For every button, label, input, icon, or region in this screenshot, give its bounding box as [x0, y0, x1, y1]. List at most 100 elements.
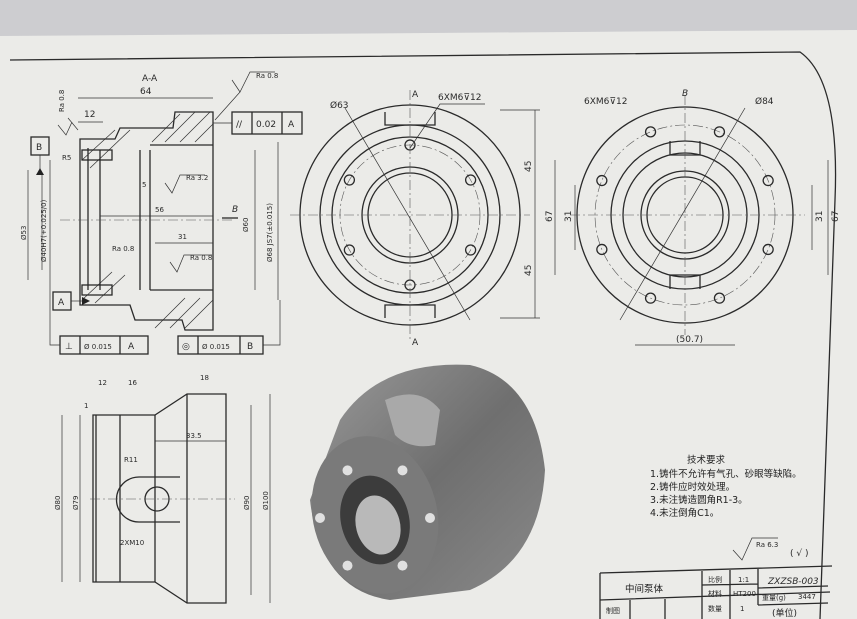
- svg-text:A: A: [288, 120, 295, 130]
- svg-text:重量(g): 重量(g): [762, 594, 786, 602]
- dia-79: Ø79: [72, 496, 80, 510]
- svg-text:A: A: [128, 342, 135, 352]
- dim-1: 1: [84, 402, 88, 410]
- bolt-hole: [762, 243, 774, 256]
- svg-text:0.02: 0.02: [256, 120, 276, 130]
- cut-label-top: A: [412, 90, 419, 100]
- drawing-border: [9, 51, 837, 619]
- bottom-view: 12 16 18 1 33.5 R11 2XM10 Ø80 Ø79 Ø90 Ø1…: [54, 374, 271, 604]
- dia-68: Ø68 JS7(±0.015): [266, 203, 274, 262]
- tech-item-4: 4.未注倒角C1。: [650, 507, 719, 519]
- holes-callout-side: 6XM6⊽12: [584, 97, 627, 107]
- tolerance-perpendicular: ⊥ Ø 0.015 A: [49, 160, 149, 355]
- tech-item-1: 1.铸件不允许有气孔、砂眼等缺陷。: [650, 468, 802, 480]
- section-title: A-A: [142, 74, 158, 84]
- dim-45-lower: 45: [524, 265, 534, 276]
- svg-text:3447: 3447: [798, 593, 816, 601]
- dim-67-left: 67: [545, 211, 555, 222]
- view-arrow-b: B: [232, 205, 238, 215]
- dim-56: 56: [155, 206, 164, 214]
- svg-text:1:1: 1:1: [738, 576, 749, 584]
- bolt-hole: [343, 244, 356, 256]
- dim-64: 64: [140, 87, 152, 97]
- bolt-hole: [464, 174, 477, 186]
- datum-a: A: [58, 298, 65, 308]
- tech-item-2: 2.铸件应时效处理。: [650, 481, 735, 493]
- ra-0-8-left: Ra 0.8: [58, 90, 66, 112]
- dim-50-7: (50.7): [676, 335, 703, 345]
- drawing-number: ZXZSB-003: [767, 577, 819, 587]
- tolerance-parallel: // 0.02 A: [213, 111, 303, 135]
- svg-text:⊥: ⊥: [65, 342, 73, 352]
- dim-16: 16: [128, 379, 137, 387]
- ra-0-8-inner: Ra 0.8: [112, 245, 134, 253]
- label-r5: R5: [62, 154, 71, 162]
- ra-3-2: Ra 3.2: [186, 174, 208, 182]
- part-name: 中间泵体: [625, 583, 664, 595]
- bolt-hole: [315, 513, 325, 523]
- dia-63: Ø63: [330, 100, 349, 111]
- dim-12: 12: [84, 110, 95, 120]
- bolt-hole: [342, 560, 353, 571]
- side-view-b: 6XM6⊽12 B Ø84 67 31 31 67 (50.7): [545, 89, 841, 346]
- section-outline: [79, 111, 214, 331]
- bolt-hole: [397, 465, 408, 476]
- unit-label: (单位): [772, 607, 797, 619]
- radius-r11: R11: [124, 456, 138, 464]
- roughness-ra-6-3: Ra 6.3: [756, 541, 778, 549]
- holes-callout-front: 6XM6⊽12: [438, 93, 481, 103]
- front-view: Ø63 6XM6⊽12 A A 45 45: [290, 90, 540, 348]
- bolt-hole: [397, 560, 408, 571]
- cut-label-bottom: A: [412, 338, 419, 348]
- svg-text:比例: 比例: [708, 575, 722, 584]
- roughness-other: ( √ ): [790, 548, 808, 559]
- bolt-hole: [343, 174, 356, 186]
- tolerance-concentric: ◎ Ø 0.015 B: [177, 300, 281, 355]
- tech-item-3: 3.未注铸造圆角R1-3。: [650, 494, 748, 506]
- dia-90: Ø90: [243, 496, 251, 510]
- dim-5: 5: [142, 181, 146, 189]
- ra-0-8-lower: Ra 0.8: [190, 254, 212, 262]
- svg-text:材料: 材料: [708, 589, 722, 598]
- bolt-hole: [342, 465, 353, 476]
- isometric-render: [310, 364, 545, 600]
- dim-18: 18: [200, 374, 209, 382]
- svg-text:B: B: [247, 342, 253, 352]
- dia-100: Ø100: [262, 491, 270, 510]
- technical-requirements: 技术要求 1.铸件不允许有气孔、砂眼等缺陷。 2.铸件应时效处理。 3.未注铸造…: [650, 454, 808, 561]
- bolt-hole: [596, 174, 608, 187]
- dim-31-right: 31: [815, 211, 825, 222]
- bolt-hole: [644, 126, 657, 138]
- svg-text:Ø 0.015: Ø 0.015: [84, 343, 112, 351]
- svg-text:◎: ◎: [182, 342, 190, 352]
- dim-31: 31: [178, 233, 187, 241]
- dim-31-left: 31: [564, 211, 574, 222]
- dia-80: Ø80: [54, 496, 62, 510]
- section-view-a-a: A-A 64 12 R5 5 56 31 Ra 3.2 Ra 0.8 Ra 0.…: [20, 71, 303, 355]
- dia-60: Ø60: [242, 218, 250, 232]
- datum-b: B: [36, 143, 42, 153]
- dia-40h7: Ø40H7(+0.025/0): [40, 199, 48, 262]
- ra-0-8-top: Ra 0.8: [256, 72, 278, 80]
- svg-text:制图: 制图: [606, 606, 620, 615]
- bolt-hole: [644, 292, 657, 304]
- paper-sheet: [0, 30, 857, 619]
- view-label-b: B: [682, 89, 688, 99]
- tech-title: 技术要求: [687, 454, 726, 466]
- svg-text:Ø 0.015: Ø 0.015: [202, 343, 230, 351]
- dim-45-upper: 45: [524, 161, 534, 172]
- bolt-hole: [713, 292, 726, 304]
- svg-text://: //: [236, 120, 243, 130]
- material: HT200: [733, 590, 756, 598]
- dim-67-right: 67: [831, 211, 841, 222]
- bolt-hole: [762, 174, 774, 187]
- dia-84: Ø84: [755, 96, 774, 107]
- dia-53: Ø53: [20, 226, 28, 240]
- dim-12-bottom: 12: [98, 379, 107, 387]
- bolt-hole: [596, 243, 608, 256]
- thread-2xm10: 2XM10: [120, 539, 144, 547]
- bolt-hole: [425, 513, 435, 523]
- svg-text:数量: 数量: [708, 604, 722, 613]
- svg-text:1: 1: [740, 605, 744, 613]
